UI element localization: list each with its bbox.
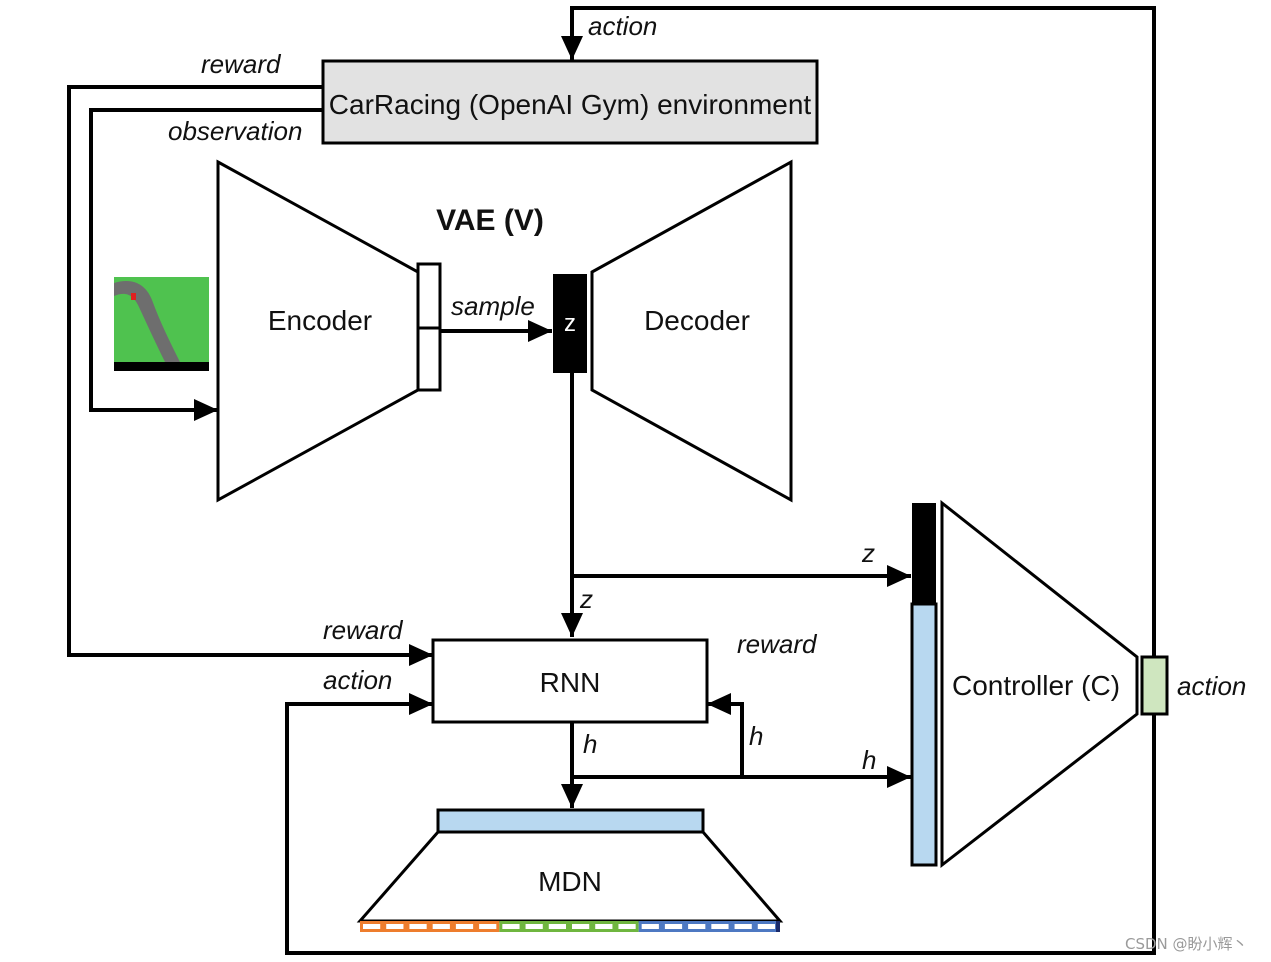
z-to-rnn-label: z — [579, 584, 593, 614]
controller-h-input — [910, 602, 938, 867]
rnn-box — [431, 638, 709, 724]
mdn-output-cell — [455, 924, 474, 929]
vae-title: VAE (V) — [436, 204, 544, 237]
mdn-output-segment — [499, 921, 639, 932]
car-marker — [131, 293, 136, 300]
mdn-output-cell — [386, 924, 404, 929]
z-to-controller-label: z — [861, 538, 875, 568]
observation-label: observation — [168, 116, 302, 146]
action-out-label: action — [1177, 671, 1246, 701]
controller-label: Controller (C) — [952, 670, 1120, 701]
encoder-label: Encoder — [268, 305, 372, 336]
z-latent-box — [553, 274, 587, 373]
reward-to-rnn-arrow — [67, 85, 433, 666]
environment-label: CarRacing (OpenAI Gym) environment — [329, 89, 812, 120]
controller-trapezoid — [940, 499, 1139, 869]
action-to-rnn-arrow — [285, 693, 1156, 955]
decoder-trapezoid — [590, 159, 793, 503]
mdn-output-segment — [638, 921, 778, 932]
mdn-output-cell — [711, 924, 729, 929]
connectors — [67, 6, 1156, 955]
mdn-output-cell — [757, 924, 775, 929]
mdn-output-cell — [734, 924, 752, 929]
mdn-output-cell — [664, 924, 683, 929]
decoder-node: Decoder — [590, 159, 793, 503]
environment-node: CarRacing (OpenAI Gym) environment — [321, 59, 819, 145]
action-top-label: action — [588, 11, 657, 41]
mdn-node: MDN — [356, 808, 784, 932]
decoder-label: Decoder — [644, 305, 750, 336]
reward-in-label: reward — [323, 615, 404, 645]
frame-status-bar — [114, 362, 209, 371]
mdn-output-cell — [502, 924, 520, 929]
z-node: z — [553, 274, 587, 373]
mdn-output-cell — [525, 924, 543, 929]
mdn-output-cell — [688, 924, 706, 929]
rnn-node: RNN — [431, 638, 709, 724]
h-to-controller-label: h — [862, 745, 876, 775]
controller-node: Controller (C) — [910, 499, 1169, 869]
action-in-label: action — [323, 665, 392, 695]
h-recurrent-arrow — [707, 693, 744, 777]
track-road — [114, 281, 180, 362]
rnn-label: RNN — [540, 667, 601, 698]
mdn-output-cell — [641, 924, 659, 929]
mdn-output-cell — [548, 924, 566, 929]
observation-to-encoder-arrow — [89, 108, 323, 421]
observation-frame-image — [114, 277, 209, 371]
mdn-output-cell — [572, 924, 590, 929]
mdn-output-bar — [360, 921, 780, 932]
mdn-output-cell — [479, 924, 497, 929]
reward-out-label: reward — [737, 629, 818, 659]
environment-box — [321, 59, 819, 145]
mdn-output-cell — [363, 924, 381, 929]
latent-variance-box — [416, 326, 442, 392]
h-loop-label: h — [749, 721, 763, 751]
controller-z-input — [912, 503, 936, 604]
mdn-label: MDN — [538, 866, 602, 897]
mdn-output-segment — [360, 921, 500, 932]
action-to-environment-arrow — [561, 6, 1156, 657]
sample-label: sample — [451, 291, 535, 321]
reward-env-label: reward — [201, 49, 282, 79]
encoder-node: Encoder — [216, 159, 442, 503]
mdn-output-cell — [618, 924, 636, 929]
edge-labels: action reward observation sample z z rew… — [168, 11, 1246, 775]
watermark: CSDN @盼小辉丶 — [1125, 935, 1248, 953]
mdn-output-cell — [595, 924, 613, 929]
z-latent-label: z — [564, 310, 576, 337]
h-down-label: h — [583, 729, 597, 759]
mdn-output-cell — [409, 924, 427, 929]
mdn-output-cell — [432, 924, 450, 929]
controller-action-output — [1140, 655, 1169, 716]
latent-mean-box — [416, 262, 442, 330]
mdn-hidden-input-bar — [436, 808, 705, 834]
mdn-output-end-cap — [776, 921, 780, 932]
